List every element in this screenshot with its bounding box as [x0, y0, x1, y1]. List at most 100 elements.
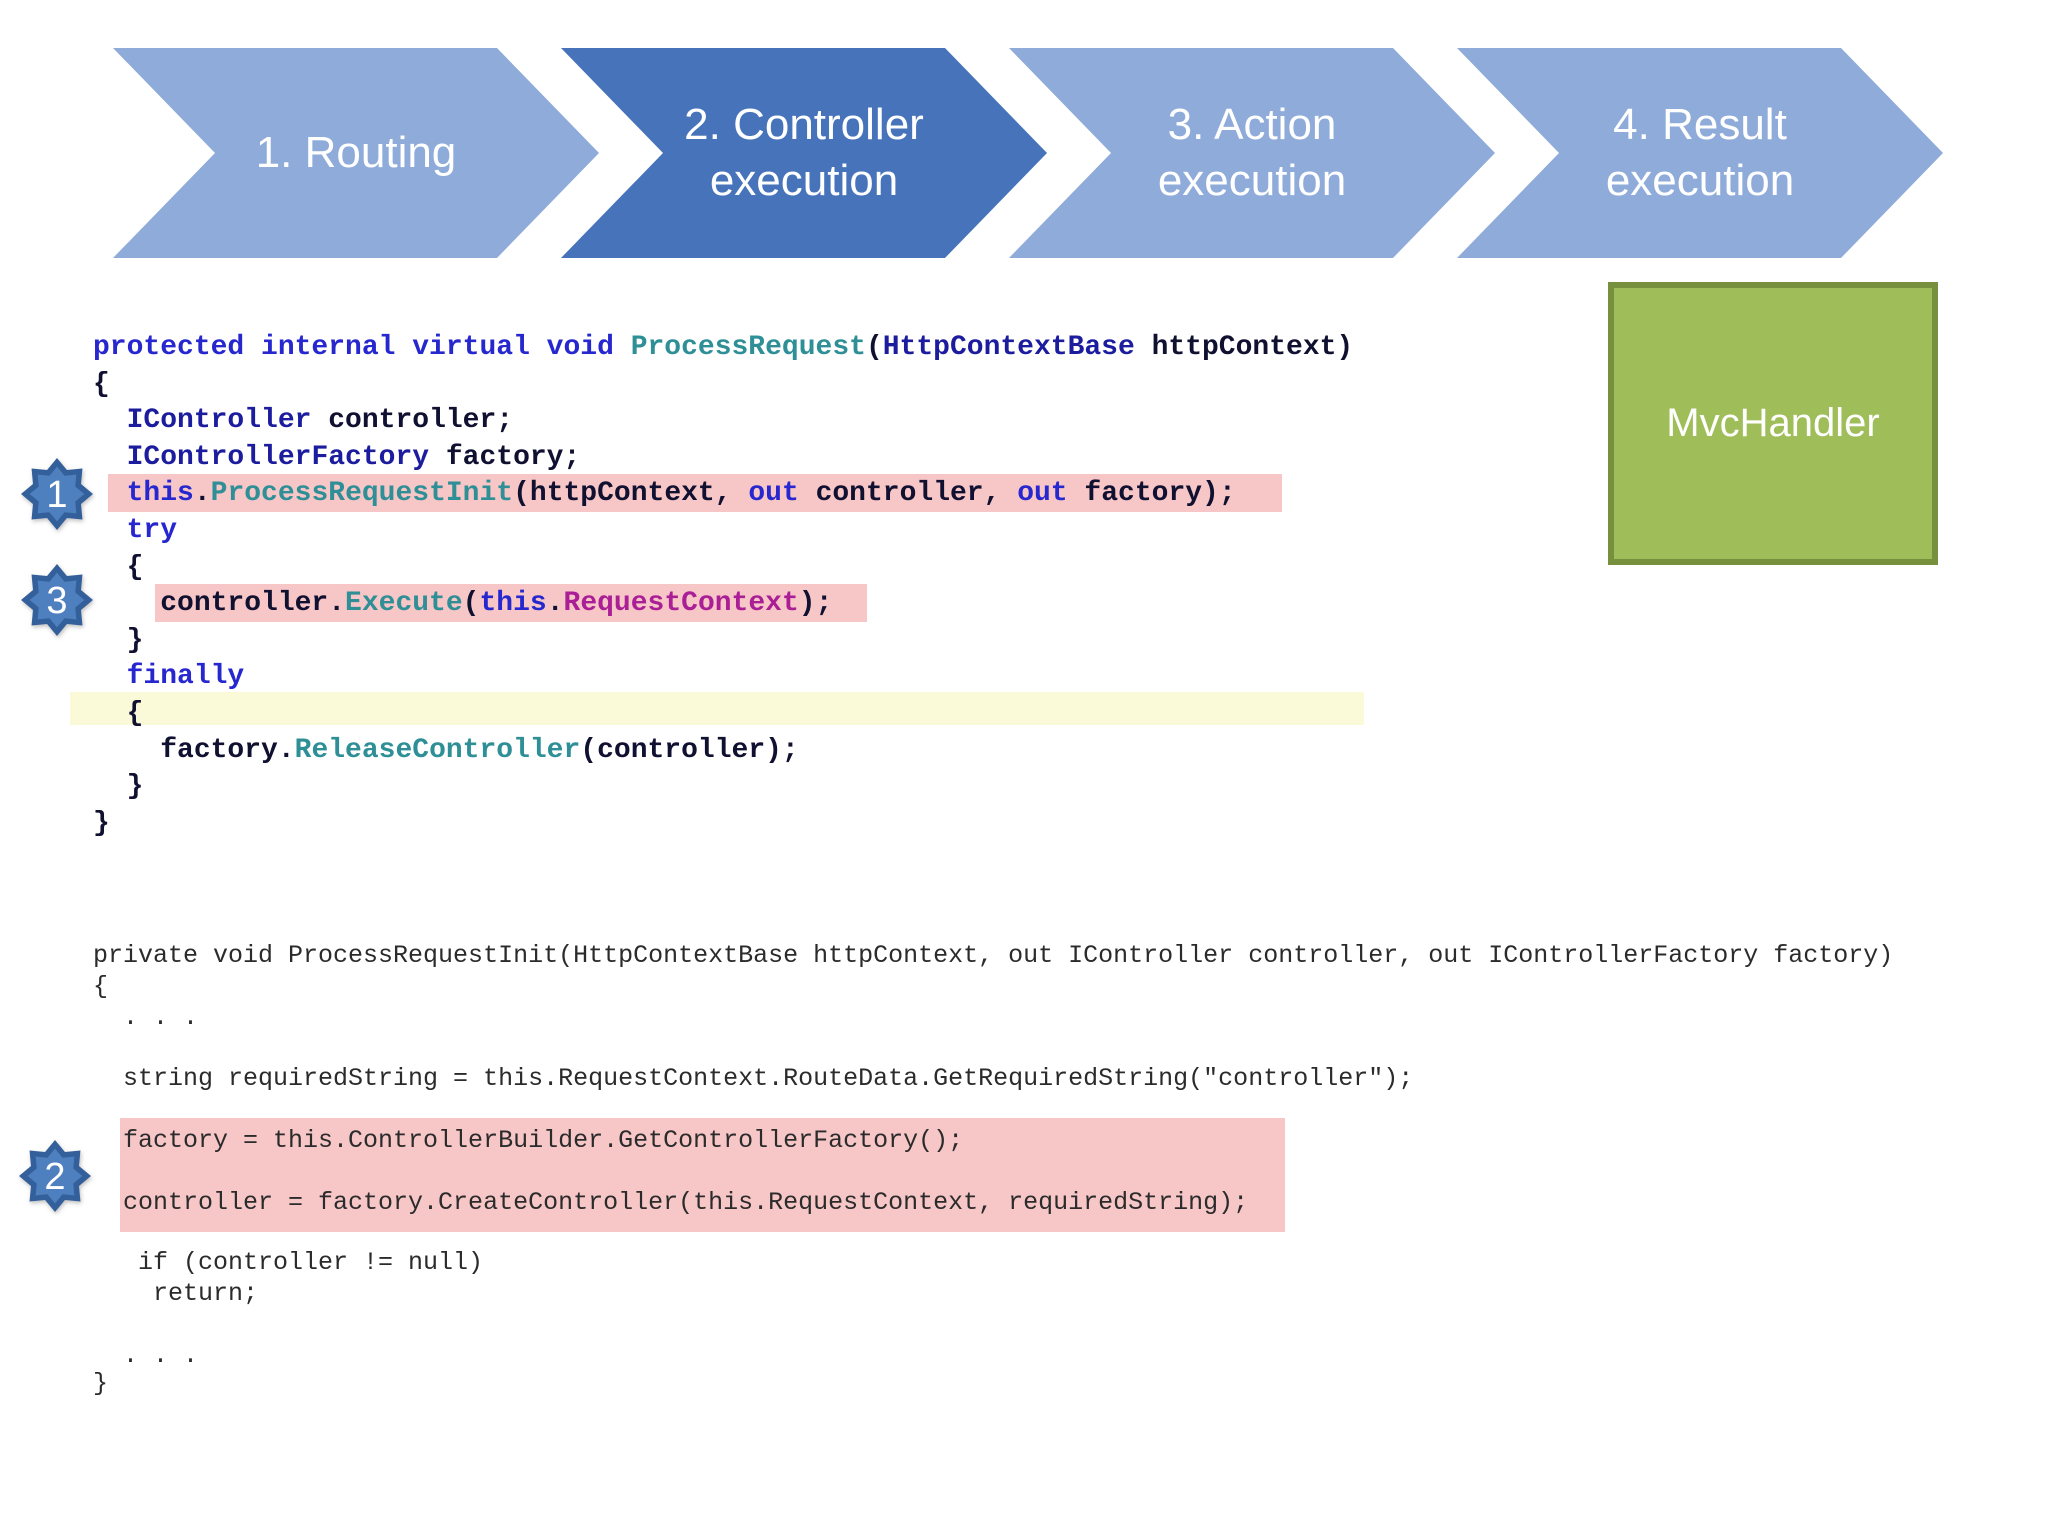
step-badge-3: 3: [17, 560, 97, 640]
pipeline-step-label: 3. Action: [1167, 100, 1337, 149]
badge-number: 3: [46, 580, 67, 622]
code-token: RequestContext: [563, 588, 799, 619]
code-token: .: [546, 588, 564, 619]
code-token: (controller);: [580, 735, 799, 766]
pipeline-step-result-execution: 4. Result execution: [1457, 48, 1943, 258]
badge-star-icon: 3: [21, 564, 93, 636]
code-line: }: [93, 771, 144, 802]
code-line: . . .: [93, 1341, 198, 1370]
code-token: if (controller != null): [93, 1248, 484, 1277]
code-highlight-yellow: [70, 692, 1364, 725]
code-token: protected internal virtual void: [93, 332, 631, 363]
code-token: .: [193, 478, 211, 509]
code-line: controller.Execute(this.RequestContext);: [93, 588, 832, 619]
code-token: IControllerFactory: [126, 442, 430, 473]
code-token: [93, 405, 127, 436]
mvchandler-label: MvcHandler: [1666, 401, 1880, 445]
step-badge-1: 1: [17, 454, 97, 534]
code-token: try: [126, 515, 178, 546]
code-line: factory.ReleaseController(controller);: [93, 735, 799, 766]
pipeline-step-routing: 1. Routing: [113, 48, 599, 258]
badge-star-icon: 2: [19, 1140, 91, 1212]
code-token: factory);: [1067, 478, 1236, 509]
code-token: out: [748, 478, 799, 509]
code-token: {: [93, 369, 110, 400]
code-token: factory.: [93, 735, 295, 766]
code-token: Execute: [345, 588, 463, 619]
code-line: IController controller;: [93, 405, 513, 436]
code-token: factory = this.ControllerBuilder.GetCont…: [93, 1126, 964, 1155]
code-line: {: [93, 552, 144, 583]
code-token: this: [126, 478, 194, 509]
pipeline-step-label: execution: [709, 156, 899, 205]
code-token: ProcessRequest: [630, 332, 866, 363]
pipeline-step-controller-execution: 2. Controller execution: [561, 48, 1047, 258]
code-line: private void ProcessRequestInit(HttpCont…: [93, 941, 1893, 970]
code-token: finally: [126, 661, 245, 692]
code-token: controller.: [93, 588, 346, 619]
pipeline-step-label: 4. Result: [1613, 100, 1787, 149]
code-line: IControllerFactory factory;: [93, 442, 581, 473]
code-token: {: [93, 552, 144, 583]
code-token: }: [93, 625, 144, 656]
code-token: }: [93, 771, 144, 802]
code-line: }: [93, 1369, 108, 1398]
code-token: (httpContext,: [513, 478, 749, 509]
code-line: protected internal virtual void ProcessR…: [93, 332, 1353, 363]
code-token: HttpContextBase: [882, 332, 1135, 363]
code-line: {: [93, 698, 144, 729]
code-token: this: [479, 588, 547, 619]
code-line: factory = this.ControllerBuilder.GetCont…: [93, 1126, 963, 1155]
code-token: );: [798, 588, 833, 619]
code-line: controller = factory.CreateController(th…: [93, 1188, 1248, 1217]
code-token: [93, 515, 127, 546]
code-token: [93, 661, 127, 692]
code-token: }: [93, 808, 110, 839]
pipeline-step-label: 1. Routing: [255, 128, 457, 177]
code-token: }: [93, 1369, 109, 1398]
code-token: controller,: [798, 478, 1018, 509]
code-line: string requiredString = this.RequestCont…: [93, 1064, 1413, 1093]
pipeline-step-label: execution: [1605, 156, 1795, 205]
code-line: finally: [93, 661, 245, 692]
pipeline-step-label: execution: [1157, 156, 1347, 205]
badge-number: 1: [46, 474, 67, 516]
badge-number: 2: [44, 1156, 65, 1198]
code-token: private void ProcessRequestInit(HttpCont…: [93, 941, 1894, 970]
code-token: IController: [126, 405, 312, 436]
code-token: out: [1017, 478, 1068, 509]
code-line: try: [93, 515, 177, 546]
code-token: controller = factory.CreateController(th…: [93, 1188, 1249, 1217]
pipeline-step-action-execution: 3. Action execution: [1009, 48, 1495, 258]
code-token: [93, 442, 127, 473]
code-line: {: [93, 972, 108, 1001]
code-line: }: [93, 808, 110, 839]
code-token: {: [93, 972, 109, 1001]
code-line: . . .: [93, 1003, 198, 1032]
code-highlight-pink: [108, 474, 1282, 512]
badge-star-icon: 1: [21, 458, 93, 530]
code-line: if (controller != null): [93, 1248, 483, 1277]
pipeline-step-label: 2. Controller: [684, 100, 924, 149]
code-token: (: [865, 332, 883, 363]
code-token: return;: [93, 1279, 259, 1308]
code-token: controller;: [311, 405, 514, 436]
code-line: this.ProcessRequestInit(httpContext, out…: [93, 478, 1236, 509]
code-line: {: [93, 369, 110, 400]
mvchandler-box: MvcHandler: [1608, 282, 1938, 565]
code-highlight-pink: [155, 584, 867, 622]
code-token: ProcessRequestInit: [210, 478, 514, 509]
code-highlight-pink: [120, 1118, 1285, 1232]
code-token: string requiredString = this.RequestCont…: [93, 1064, 1414, 1093]
code-token: {: [93, 698, 144, 729]
code-token: [93, 478, 127, 509]
code-line: }: [93, 625, 144, 656]
code-token: factory;: [429, 442, 581, 473]
code-token: (: [462, 588, 480, 619]
code-line: return;: [93, 1279, 258, 1308]
code-token: ReleaseController: [294, 735, 581, 766]
code-token: httpContext): [1134, 332, 1354, 363]
code-token: . . .: [93, 1003, 199, 1032]
step-badge-2: 2: [15, 1136, 95, 1216]
